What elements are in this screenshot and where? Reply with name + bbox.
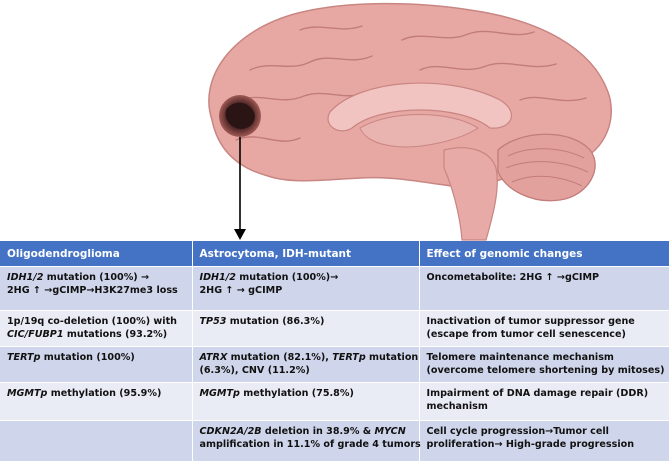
table-cell: TP53 mutation (86.3%) [192, 310, 420, 347]
table-cell: IDH1/2 mutation (100%) → 2HG ↑ →gCIMP→H3… [0, 266, 193, 311]
table-cell: Impairment of DNA damage repair (DDR) me… [419, 382, 669, 421]
table-cell: MGMTp methylation (95.9%) [0, 382, 193, 421]
table-cell: ATRX mutation (82.1%), TERTp mutation (6… [192, 346, 420, 383]
header-effect: Effect of genomic changes [419, 241, 669, 267]
table-cell: Cell cycle progression→Tumor cell prolif… [419, 420, 669, 461]
brain-figure [208, 2, 612, 241]
table-row: 1p/19q co-deletion (100%) with CIC/FUBP1… [0, 310, 669, 347]
table-cell: Oncometabolite: 2HG ↑ →gCIMP [419, 266, 669, 311]
brain-illustration [208, 2, 612, 241]
header-astrocytoma: Astrocytoma, IDH-mutant [192, 241, 420, 267]
tumor-marker [219, 95, 261, 137]
header-oligodendroglioma: Oligodendroglioma [0, 241, 193, 267]
table-cell [0, 420, 193, 461]
table-header-row: Oligodendroglioma Astrocytoma, IDH-mutan… [0, 241, 669, 267]
genomic-changes-table: Oligodendroglioma Astrocytoma, IDH-mutan… [0, 241, 669, 461]
table-row: CDKN2A/2B deletion in 38.9% & MYCN ampli… [0, 420, 669, 461]
table-cell: TERTp mutation (100%) [0, 346, 193, 383]
table-row: IDH1/2 mutation (100%) → 2HG ↑ →gCIMP→H3… [0, 266, 669, 311]
table-row: MGMTp methylation (95.9%) MGMTp methylat… [0, 382, 669, 421]
table-cell: MGMTp methylation (75.8%) [192, 382, 420, 421]
table-cell: 1p/19q co-deletion (100%) with CIC/FUBP1… [0, 310, 193, 347]
table-cell: Telomere maintenance mechanism (overcome… [419, 346, 669, 383]
table-cell: CDKN2A/2B deletion in 38.9% & MYCN ampli… [192, 420, 421, 461]
down-arrow [234, 137, 246, 240]
table-cell: Inactivation of tumor suppressor gene (e… [419, 310, 669, 347]
table-row: TERTp mutation (100%) ATRX mutation (82.… [0, 346, 669, 383]
table-cell: IDH1/2 mutation (100%)→ 2HG ↑ → gCIMP [192, 266, 420, 311]
